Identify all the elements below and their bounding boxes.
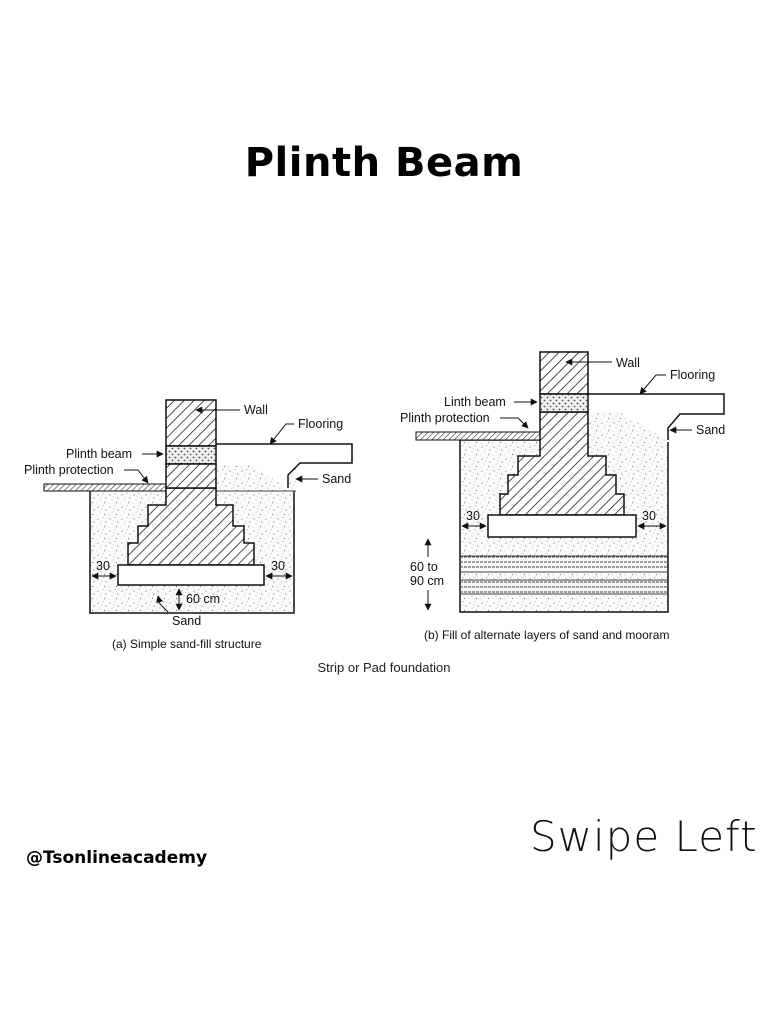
label-dim-right-b: 30 [642, 509, 656, 523]
figure-a: Wall Flooring Plinth beam Plinth protect… [24, 399, 353, 651]
label-plinth-protection-a: Plinth protection [24, 463, 114, 477]
layer-band-2 [461, 580, 667, 594]
plinth-beam-a [165, 445, 217, 465]
label-depth-b-1: 60 to [410, 560, 438, 574]
label-depth-a: 60 cm [186, 592, 220, 606]
label-wall-b: Wall [616, 356, 640, 370]
flooring-slab-b [588, 393, 725, 440]
label-sand-a: Sand [322, 472, 351, 486]
plinth-protection-a [43, 483, 167, 492]
label-sand-b: Sand [696, 423, 725, 437]
flooring-slab-a [216, 443, 353, 488]
caption-b: (b) Fill of alternate layers of sand and… [424, 628, 669, 642]
plinth-protection-b [415, 431, 541, 441]
figure-b: Wall Flooring Linth beam Plinth protecti… [400, 351, 725, 642]
label-plinth-protection-b: Plinth protection [400, 411, 490, 425]
figure-caption: Strip or Pad foundation [317, 660, 451, 675]
label-dim-left-b: 30 [466, 509, 480, 523]
wall-a [165, 399, 217, 447]
account-handle: @Tsonlineacademy [26, 848, 208, 868]
swipe-left-prompt[interactable]: Swipe Left [530, 812, 758, 861]
label-dim-right-a: 30 [271, 559, 285, 573]
lintel-beam-b [539, 393, 589, 413]
label-plinth-beam-a: Plinth beam [66, 447, 132, 461]
page-title: Plinth Beam [244, 140, 524, 186]
layer-band-1 [461, 556, 667, 572]
label-sand-bottom-a: Sand [172, 614, 201, 628]
caption-a: (a) Simple sand-fill structure [112, 637, 262, 651]
label-lintel-beam-b: Linth beam [444, 395, 506, 409]
label-wall-a: Wall [244, 403, 268, 417]
label-flooring-b: Flooring [670, 368, 715, 382]
pcc-bed-a [117, 564, 265, 586]
wall-b [539, 351, 589, 395]
label-depth-b-2: 90 cm [410, 574, 444, 588]
pcc-bed-b [487, 514, 637, 538]
label-dim-left-a: 30 [96, 559, 110, 573]
label-flooring-a: Flooring [298, 417, 343, 431]
